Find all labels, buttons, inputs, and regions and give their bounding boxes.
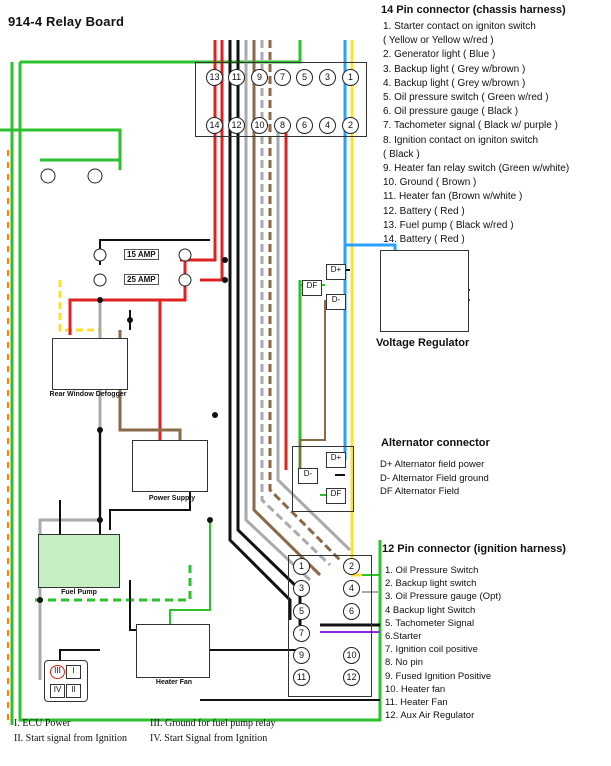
relay-label-power-supply: Power Supply [148, 495, 196, 502]
legend-12-item: 11. Heater Fan [385, 697, 448, 709]
legend-14-item: 12. Battery ( Red ) [383, 205, 465, 217]
pin-12-2: 2 [343, 558, 360, 575]
ecu-pin-iv: IV [50, 684, 65, 698]
pin-14-1: 1 [342, 69, 359, 86]
relay-rear-window-defogger [52, 338, 128, 390]
legend-14-item: 8. Ignition contact on igniton switch [383, 134, 539, 146]
footnote-ground-fuel-pump: III. Ground for fuel pump relay [150, 718, 276, 729]
pin-12-1: 1 [293, 558, 310, 575]
connector-12-legend: 1. Oil Pressure Switch 2. Backup light s… [385, 564, 501, 722]
alternator-heading: Alternator connector [381, 437, 490, 449]
legend-14-item: 6. Oil pressure gauge ( Black ) [383, 106, 519, 118]
legend-12-item: 2. Backup light switch [385, 578, 477, 590]
legend-12-item: 10. Heater fan [385, 683, 446, 695]
pin-14-2: 2 [342, 117, 359, 134]
legend-14-item: 1. Starter contact on igniton switch [383, 21, 536, 32]
legend-12-item: 6.Starter [385, 631, 422, 643]
alternator-pin-d-minus: D- [298, 468, 318, 484]
legend-14-item: 9. Heater fan relay switch (Green w/whit… [383, 163, 570, 175]
pin-12-9: 9 [293, 647, 310, 664]
relay-fuel-pump [38, 534, 120, 588]
regulator-pin-d-plus: D+ [326, 264, 346, 280]
legend-14-item: 4. Backup light ( Grey w/brown ) [383, 77, 526, 89]
pin-12-4: 4 [343, 580, 360, 597]
connector-14-heading: 14 Pin connector (chassis harness) [381, 4, 566, 16]
relay-label-fuel-pump: Fuel Pump [61, 589, 97, 596]
pin-12-7: 7 [293, 625, 310, 642]
pin-14-14: 14 [206, 117, 223, 134]
alternator-pin-df: DF [326, 488, 346, 504]
pin-14-8: 8 [274, 117, 291, 134]
pin-14-10: 10 [251, 117, 268, 134]
legend-14-item: 11. Heater fan (Brown w/white ) [383, 191, 523, 203]
pin-14-6: 6 [296, 117, 313, 134]
legend-14-item: 13. Fuel pump ( Black w/red ) [383, 219, 514, 231]
connector-12-heading: 12 Pin connector (ignition harness) [382, 543, 566, 555]
legend-14-item: 10. Ground ( Brown ) [383, 177, 477, 189]
pin-12-12: 12 [343, 669, 360, 686]
pin-12-3: 3 [293, 580, 310, 597]
pin-14-3: 3 [319, 69, 336, 86]
footnote-start-signal-iv: IV. Start Signal from Ignition [150, 733, 268, 744]
relay-power-supply [132, 440, 208, 492]
legend-12-item: 8. No pin [385, 657, 424, 669]
legend-14-item: 2. Generator light ( Blue ) [383, 49, 496, 61]
fuse-25-amp: 25 AMP [124, 274, 159, 285]
fuse-15-amp: 15 AMP [124, 249, 159, 260]
legend-14-item: 3. Backup light ( Grey w/brown ) [383, 63, 526, 75]
alternator-legend: D+ Alternator field power D- Alternator … [380, 458, 489, 499]
relay-label-heater-fan: Heater Fan [155, 679, 193, 686]
pin-14-5: 5 [296, 69, 313, 86]
pin-14-11: 11 [228, 69, 245, 86]
legend-12-item: 7. Ignition coil positive [385, 644, 478, 656]
legend-12-item: 12. Aux Air Regulator [385, 710, 475, 722]
legend-12-item: 5. Tachometer Signal [385, 617, 475, 629]
ecu-pin-ii: II [66, 684, 81, 698]
pin-14-13: 13 [206, 69, 223, 86]
legend-14-item: ( Black ) [383, 148, 420, 160]
footnote-ecu-power: I. ECU Power [14, 718, 71, 729]
connector-14-pin [195, 62, 367, 137]
pin-12-6: 6 [343, 603, 360, 620]
diagram-title: 914-4 Relay Board [8, 14, 125, 29]
legend-14-item: 14. Battery ( Red ) [383, 234, 465, 246]
ecu-pin-i: I [66, 665, 81, 679]
pin-14-9: 9 [251, 69, 268, 86]
regulator-pin-df: DF [302, 280, 322, 296]
alternator-connector [292, 446, 354, 512]
voltage-regulator-label: Voltage Regulator [376, 337, 470, 349]
pin-14-7: 7 [274, 69, 291, 86]
legend-14-item: ( Yellow or Yellow w/red ) [383, 35, 494, 47]
pin-14-12: 12 [228, 117, 245, 134]
pin-12-11: 11 [293, 669, 310, 686]
connector-12-pin [288, 555, 372, 697]
pin-12-10: 10 [343, 647, 360, 664]
connector-14-legend: 1. Starter contact on igniton switch ( Y… [383, 20, 569, 247]
alternator-legend-item: D- Alternator Field ground [380, 472, 489, 484]
relay-label-defogger: Rear Window Defogger [49, 391, 127, 398]
ecu-pin-iii: III [50, 665, 65, 679]
legend-12-item: 1. Oil Pressure Switch [385, 565, 479, 576]
alternator-legend-item: DF Alternator Field [380, 486, 460, 497]
legend-14-item: 7. Tachometer signal ( Black w/ purple ) [383, 120, 558, 132]
alternator-pin-d-plus: D+ [326, 452, 346, 468]
legend-12-item: 4 Backup light Switch [385, 604, 476, 616]
voltage-regulator-box [380, 250, 469, 332]
pin-14-4: 4 [319, 117, 336, 134]
alternator-legend-item: D+ Alternator field power [380, 459, 485, 470]
legend-12-item: 3. Oil Pressure gauge (Opt) [385, 591, 502, 603]
legend-14-item: 5. Oil pressure switch ( Green w/red ) [383, 92, 549, 104]
pin-12-5: 5 [293, 603, 310, 620]
footnote-start-signal: II. Start signal from Ignition [14, 733, 128, 744]
legend-12-item: 9. Fused Ignition Positive [385, 670, 492, 682]
relay-heater-fan [136, 624, 210, 678]
regulator-pin-d-minus: D- [326, 294, 346, 310]
